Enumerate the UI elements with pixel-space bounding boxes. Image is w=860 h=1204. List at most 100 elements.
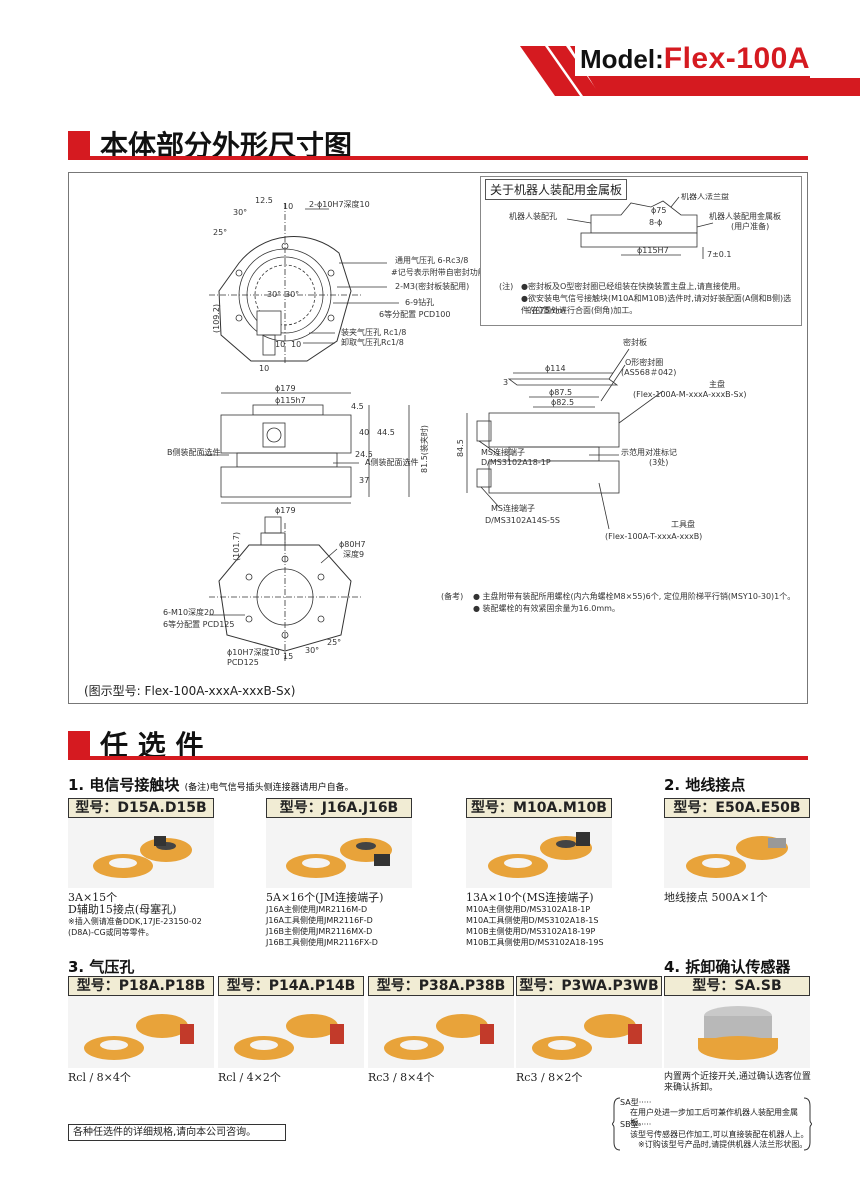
remarks-label: (备考) [441, 591, 463, 601]
option-desc-e50: 地线接点 500A×1个 [664, 891, 768, 904]
exploded-dim-3: ϕ87.5 [549, 388, 572, 397]
option-model-p38: 型号：P38A.P38B [368, 976, 514, 996]
option-group-2-heading: 2. 地线接点 [664, 776, 746, 794]
bracket-shape [612, 1097, 812, 1151]
bottom-dim-3: 深度9 [343, 549, 364, 559]
header-banner [520, 40, 860, 96]
option-desc-m10: 13A×10个(MS连接端子) M10A主侧使用D/MS3102A18-1P M… [466, 892, 656, 948]
desc-small: M10B工具侧使用D/MS3102A18-19S [466, 938, 604, 947]
inquiry-note: 各种任选件的详细规格,请向本公司咨询。 [68, 1124, 286, 1141]
plate-info-box: 关于机器人装配用金属板 机器人法兰盘 机器人装配孔 机器人装配用金属板 (用户准… [480, 176, 802, 326]
desc-small: J16B工具侧使用JMR2116FX-D [266, 938, 378, 947]
top-dim-3: 30° [233, 208, 247, 217]
plate-note-2: ●欲安装电气信号接触块(M10A和M10B)选件时,请对好装配面(A侧和B侧)选… [521, 294, 792, 315]
side-dim-6: 24.5 [355, 450, 373, 459]
plate-sketch: 机器人法兰盘 机器人装配孔 机器人装配用金属板 (用户准备) ϕ75 8-ϕ ϕ… [509, 193, 781, 259]
option-group-1-title: 1. 电信号接触块 [68, 776, 180, 794]
bottom-note-1: 6-M10深度20 [163, 607, 214, 617]
exploded-label-3: (AS568＃042) [621, 368, 676, 377]
plate-label-4: (用户准备) [731, 221, 769, 231]
top-note-1: 2-ϕ10H7深度10 [309, 199, 370, 209]
bottom-note-4: PCD125 [227, 658, 259, 667]
top-dim-8: 10 [275, 340, 285, 349]
option-desc-p38: Rc3 / 8×4个 [368, 1071, 435, 1084]
top-dim-10: 10 [259, 364, 269, 373]
bottom-dim-2: ϕ80H7 [339, 540, 366, 549]
exploded-label-2: O形密封圈 [625, 357, 663, 367]
option-group-3-heading: 3. 气压孔 [68, 958, 135, 976]
side-dim-5: 44.5 [377, 428, 395, 437]
option-photo-p3w [516, 996, 662, 1068]
model-prefix: Model: [580, 44, 664, 74]
exploded-view: ϕ114 3 ϕ87.5 ϕ82.5 84.5 密封板 O形密封圈 (AS568… [456, 337, 747, 541]
desc-small: J16A工具侧使用JMR2116F-D [266, 916, 373, 925]
exploded-label-13: (Flex-100A-T-xxxA-xxxB) [605, 532, 702, 541]
top-dim-2: 10 [283, 202, 293, 211]
bottom-view: (101.7) ϕ80H7 深度9 15 30° 25° 6-M10深度20 6… [163, 516, 366, 667]
option-photo-p18 [68, 996, 214, 1068]
sb-text: 该型号传感器已作加工,可以直接装配在机器人上。 [630, 1130, 809, 1139]
option-model-m10: 型号：M10A.M10B [466, 798, 612, 818]
exploded-label-8: 示范用对准标记 [621, 447, 677, 457]
exploded-dim-1: ϕ114 [545, 364, 566, 373]
side-dim-1: ϕ179 [275, 384, 296, 393]
section-rule [68, 156, 808, 160]
exploded-label-1: 密封板 [623, 337, 647, 347]
plate-label-1: 机器人法兰盘 [681, 193, 729, 201]
product-photo-icon [686, 836, 788, 878]
option-desc-p14: Rcl / 4×2个 [218, 1071, 281, 1084]
product-photo-icon [84, 1014, 194, 1060]
product-photo-icon [488, 832, 592, 878]
exploded-label-11: D/MS3102A14S-5S [485, 516, 560, 525]
top-note-2: 通用气压孔 6-Rc3/8 [395, 255, 468, 265]
top-note-3: #记号表示附带自密封功能 [391, 267, 486, 277]
exploded-dim-5: 84.5 [456, 439, 465, 457]
plate-label-2: 机器人装配孔 [509, 211, 557, 221]
exploded-label-5: (Flex-100A-M-xxxA-xxxB-Sx) [633, 390, 747, 399]
sa-sb-note: SA型····· 在用户处进一步加工后可兼作机器人装配用金属板。 SB型····… [612, 1096, 812, 1152]
exploded-label-6: MS连接端子 [481, 447, 525, 457]
bottom-note-3: ϕ10H7深度10 [227, 647, 280, 657]
top-dim-6: 30° [267, 290, 281, 299]
exploded-dim-2: 3 [503, 378, 508, 387]
option-model-p14: 型号：P14A.P14B [218, 976, 364, 996]
plate-title: 关于机器人装配用金属板 [485, 179, 628, 200]
option-group-4-heading: 4. 拆卸确认传感器 [664, 958, 791, 976]
option-photo-sa [664, 996, 810, 1068]
section-marker [68, 731, 90, 757]
option-desc-d15: 3A×15个 D辅助15接点(母塞孔) ※插入侧请准备DDK,17JE-2315… [68, 892, 218, 938]
option-photo-m10 [466, 818, 612, 888]
side-view: ϕ179 ϕ115h7 4.5 40 44.5 24.5 37 81.5(装夹时… [167, 384, 429, 515]
option-model-p3w: 型号：P3WA.P3WB [516, 976, 662, 996]
remarks-line-1: ● 主盘附带有装配所用螺栓(内六角螺栓M8×55)6个, 定位用阶梯平行销(MS… [473, 591, 795, 601]
remarks: (备考) ● 主盘附带有装配所用螺栓(内六角螺栓M8×55)6个, 定位用阶梯平… [441, 591, 795, 613]
desc-main: 内置两个近接开关,通过确认选客位置 [664, 1072, 811, 1082]
drawing-caption: (图示型号: Flex-100A-xxxA-xxxB-Sx) [84, 684, 296, 698]
desc-main: 3A×15个 [68, 891, 118, 904]
option-photo-j16 [266, 818, 412, 888]
bottom-dim-5: 30° [305, 646, 319, 655]
section-marker [68, 131, 90, 157]
section-rule [68, 756, 808, 760]
model-title: Model:Flex-100A [580, 42, 810, 76]
desc-small: M10A工具侧使用D/MS3102A18-1S [466, 916, 599, 925]
option-photo-p38 [368, 996, 514, 1068]
product-photo-icon [234, 1014, 344, 1060]
top-note-5: 6-9钻孔 [405, 297, 434, 307]
sb-text-2: ※订购该型号产品时,请提供机器人法兰形状图。 [638, 1140, 808, 1149]
sa-text: 在用户处进一步加工后可兼作机器人装配用金属板。 [630, 1108, 798, 1127]
dimension-drawing: 12.5 10 30° 25° (109.2) 30° 30° 10 10 10… [163, 196, 795, 667]
desc-main: 13A×10个(MS连接端子) [466, 891, 594, 904]
top-dim-7: 30° [285, 290, 299, 299]
desc-small: (D8A)-CG或同等零件。 [68, 928, 154, 937]
option-model-d15: 型号：D15A.D15B [68, 798, 214, 818]
option-desc-sa: 内置两个近接开关,通过确认选客位置 来确认拆卸。 [664, 1072, 814, 1094]
desc-main: 5A×16个(JM连接端子) [266, 891, 384, 904]
plate-label-8: 7±0.1 [707, 250, 732, 259]
plate-note-1: ●密封板及O型密封圈已经组装在快换装置主盘上,请直接使用。 [521, 282, 745, 291]
desc-small: ※插入侧请准备DDK,17JE-23150-02 [68, 917, 202, 926]
sa-label: SA型····· [620, 1098, 652, 1107]
product-photo-icon [93, 836, 192, 878]
top-view: 12.5 10 30° 25° (109.2) 30° 30° 10 10 10… [209, 196, 486, 373]
desc-small: J16B主侧使用JMR2116MX-D [266, 927, 373, 936]
